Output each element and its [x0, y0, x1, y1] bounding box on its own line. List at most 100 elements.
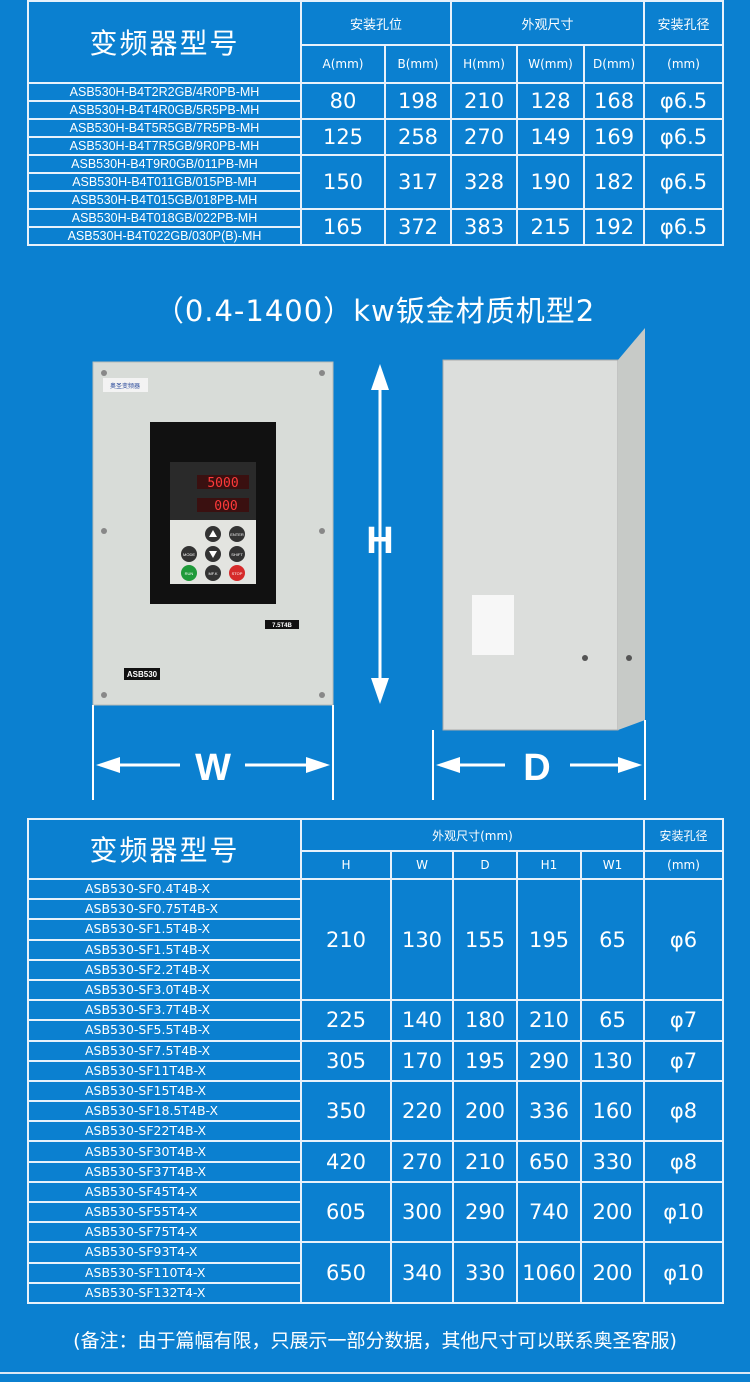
model-cell: ASB530-SF3.0T4B-X: [27, 978, 302, 1002]
dia-cell: φ8: [643, 1140, 725, 1183]
a-cell: 150: [300, 154, 386, 210]
w1-cell: 130: [579, 1039, 646, 1082]
w1-cell: 330: [579, 1140, 646, 1183]
run-key[interactable]: [181, 565, 197, 581]
header-hole-dia: 安装孔径: [643, 0, 725, 46]
header-w1: W1: [579, 850, 646, 880]
table-row: ASB530-SF1.5T4B-X: [27, 938, 723, 961]
mfk-key[interactable]: [205, 565, 221, 581]
model-cell: ASB530-SF1.5T4B-X: [27, 918, 302, 941]
table-row: ASB530H-B4T015GB/018PB-MH: [27, 190, 723, 210]
dia-cell: φ6: [643, 877, 725, 1002]
mode-key[interactable]: [181, 546, 197, 562]
h-cell: 650: [300, 1241, 392, 1304]
mfk-key-label: MF.K: [208, 571, 217, 576]
h-cell: 328: [450, 154, 519, 210]
table-row: ASB530H-B4T022GB/030P(B)-MH: [27, 226, 723, 246]
h-cell: 383: [450, 208, 519, 246]
a-cell: 80: [300, 82, 386, 120]
device-dimension-diagram: 奥圣变频器 5000 000 ENTER MODE SHIFT RUN MF.K…: [92, 328, 646, 800]
model-cell: ASB530H-B4T022GB/030P(B)-MH: [27, 226, 302, 246]
header-h1: H1: [516, 850, 582, 880]
dim-label-d: D: [523, 747, 550, 789]
dim-label-h: H: [366, 520, 393, 562]
header-model: 变频器型号: [27, 0, 302, 84]
table-row: ASB530-SF55T4-X: [27, 1200, 723, 1224]
w-cell: 215: [516, 208, 586, 246]
dia-cell: φ10: [643, 1241, 725, 1304]
model-cell: ASB530-SF7.5T4B-X: [27, 1039, 302, 1062]
w1-cell: 160: [579, 1079, 646, 1143]
model-cell: ASB530H-B4T018GB/022PB-MH: [27, 208, 302, 228]
header-d: D: [452, 850, 518, 880]
rating-badge: 7.5T4B: [272, 623, 292, 629]
header-w: W(mm): [516, 44, 586, 84]
model-cell: ASB530-SF45T4-X: [27, 1180, 302, 1204]
w-cell: 340: [390, 1241, 454, 1304]
header-outer-dim: 外观尺寸(mm): [299, 818, 646, 852]
dimension-arrows: [92, 364, 646, 800]
dim-label-w: W: [195, 747, 231, 789]
table-row: ASB530-SF0.75T4B-X: [27, 898, 723, 921]
stop-key[interactable]: [229, 565, 245, 581]
model-cell: ASB530-SF18.5T4B-X: [27, 1100, 302, 1123]
display-bottom: 000: [214, 499, 237, 514]
model-cell: ASB530H-B4T7R5GB/9R0PB-MH: [27, 136, 302, 156]
model-cell: ASB530-SF0.4T4B-X: [27, 877, 302, 901]
table-row: ASB530-SF22T4B-X: [27, 1120, 723, 1143]
d-cell: 195: [452, 1039, 518, 1082]
model-cell: ASB530H-B4T015GB/018PB-MH: [27, 190, 302, 210]
h1-cell: 210: [516, 999, 582, 1042]
h1-cell: 290: [516, 1039, 582, 1082]
shift-key[interactable]: [229, 546, 245, 562]
dia-cell: φ6.5: [643, 208, 725, 246]
h-cell: 210: [450, 82, 519, 120]
run-key-label: RUN: [185, 571, 194, 576]
brand-label: 奥圣变频器: [110, 382, 140, 390]
dia-cell: φ7: [643, 999, 725, 1042]
d-cell: 180: [452, 999, 518, 1042]
section-title: （0.4-1400）kw钣金材质机型2: [154, 294, 596, 328]
h-cell: 420: [300, 1140, 392, 1183]
nameplate: [472, 595, 514, 655]
display-top: 5000: [207, 476, 238, 491]
b-cell: 317: [383, 154, 453, 210]
table-row: ASB530-SF37T4B-X: [27, 1160, 723, 1183]
mode-key-label: MODE: [183, 552, 195, 557]
b-cell: 258: [383, 118, 453, 156]
enter-key-label: ENTER: [230, 532, 244, 537]
model-cell: ASB530H-B4T011GB/015PB-MH: [27, 172, 302, 192]
w1-cell: 200: [579, 1180, 646, 1244]
w-cell: 130: [390, 877, 454, 1002]
model-cell: ASB530-SF1.5T4B-X: [27, 938, 302, 961]
model-cell: ASB530-SF37T4B-X: [27, 1160, 302, 1183]
model-cell: ASB530H-B4T9R0GB/011PB-MH: [27, 154, 302, 174]
table-row: ASB530H-B4T4R0GB/5R5PB-MH: [27, 100, 723, 120]
d-cell: 200: [452, 1079, 518, 1143]
w-cell: 190: [516, 154, 586, 210]
d-cell: 155: [452, 877, 518, 1002]
table-row: ASB530-SF132T4-X: [27, 1281, 723, 1304]
model-cell: ASB530H-B4T5R5GB/7R5PB-MH: [27, 118, 302, 138]
device-front-view: 奥圣变频器 5000 000 ENTER MODE SHIFT RUN MF.K…: [92, 361, 334, 706]
stop-key-label: STOP: [232, 571, 243, 576]
table-row: ASB530-SF18.5T4B-X: [27, 1100, 723, 1123]
model-cell: ASB530-SF2.2T4B-X: [27, 958, 302, 981]
d-cell: 330: [452, 1241, 518, 1304]
header-hole-dia: 安装孔径: [643, 818, 725, 852]
header-d: D(mm): [583, 44, 646, 84]
enter-key[interactable]: [229, 526, 245, 542]
model-cell: ASB530-SF93T4-X: [27, 1241, 302, 1264]
model-cell: ASB530-SF30T4B-X: [27, 1140, 302, 1163]
d-cell: 168: [583, 82, 646, 120]
table-row: ASB530-SF75T4-X: [27, 1221, 723, 1244]
h1-cell: 336: [516, 1079, 582, 1143]
table-row: ASB530-SF110T4-X: [27, 1261, 723, 1284]
w-cell: 220: [390, 1079, 454, 1143]
